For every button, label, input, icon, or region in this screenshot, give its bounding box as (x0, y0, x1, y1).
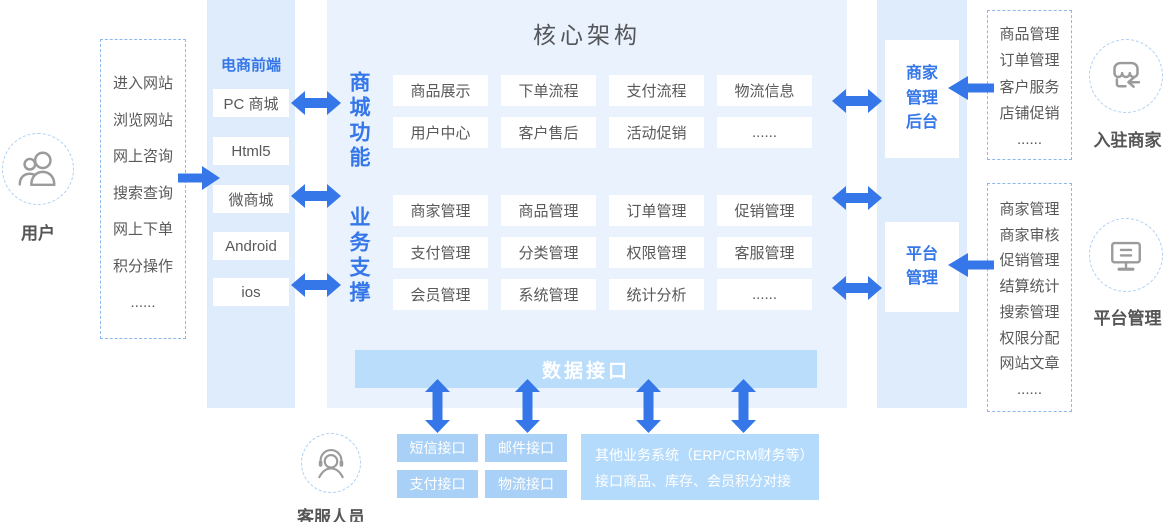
business-support-grid: 商家管理 商品管理 订单管理 促销管理 支付管理 分类管理 权限管理 客服管理 … (393, 195, 812, 310)
biz-cell: ...... (717, 279, 812, 310)
user-label: 用户 (21, 224, 55, 243)
biz-cell: 分类管理 (501, 237, 596, 268)
service-avatar (301, 433, 361, 493)
arrow-data-other-1 (636, 379, 661, 433)
business-support-label: 业务支撑 (347, 206, 370, 306)
merchant-admin-line: 商家 (905, 65, 938, 83)
data-interface-bar: 数据接口 (355, 350, 817, 388)
merchant-function: 店铺促销 (999, 104, 1060, 122)
monitor-icon (1111, 241, 1141, 271)
channel-pc-mall: PC 商城 (213, 89, 289, 117)
user-action: 搜索查询 (112, 184, 173, 202)
platform-admin-box: 平台 管理 (885, 222, 959, 312)
merchant-function: 客户服务 (999, 78, 1060, 96)
arrow-user-to-frontend (178, 166, 220, 190)
user-action: 积分操作 (112, 257, 173, 275)
core-architecture-box: 核心架构 商城功能 商品展示 下单流程 支付流程 物流信息 用户中心 客户售后 … (327, 0, 847, 408)
mall-cell: 商品展示 (393, 75, 488, 106)
merchant-function: 订单管理 (999, 52, 1060, 70)
channel-ios: ios (213, 278, 289, 306)
merchant-function: ...... (1016, 131, 1042, 148)
user-action: 进入网站 (112, 75, 173, 92)
user-action: 网上下单 (112, 221, 173, 238)
arrow-merchant-to-backend (948, 76, 994, 100)
user-actions-box: 进入网站 浏览网站 网上咨询 搜索查询 网上下单 积分操作 ...... (100, 39, 186, 339)
merchant-function: 商品管理 (999, 26, 1060, 43)
user-action: 浏览网站 (112, 111, 173, 129)
merchant-icon-label: 入驻商家 (1093, 131, 1162, 150)
platform-function: 商家管理 (999, 201, 1060, 218)
headset-icon (318, 449, 344, 479)
arrow-data-other-2 (731, 379, 756, 433)
biz-cell: 权限管理 (609, 237, 704, 268)
biz-cell: 会员管理 (393, 279, 488, 310)
biz-cell: 统计分析 (609, 279, 704, 310)
payment-interface-box: 支付接口 (397, 470, 478, 498)
arrow-data-sms (425, 379, 450, 433)
channel-html5: Html5 (213, 137, 289, 165)
biz-cell: 商品管理 (501, 195, 596, 226)
other-systems-line2: 接口商品、库存、会员积分对接 (595, 473, 791, 489)
platform-function: 结算统计 (999, 278, 1060, 296)
user-action: ...... (130, 294, 156, 311)
channel-wechat-mall: 微商城 (213, 185, 289, 213)
channel-android: Android (213, 232, 289, 260)
platform-function: ...... (1016, 380, 1042, 398)
biz-cell: 促销管理 (717, 195, 812, 226)
merchant-functions-box: 商品管理 订单管理 客户服务 店铺促销 ...... (987, 10, 1072, 160)
platform-avatar (1089, 218, 1163, 292)
service-label: 客服人员 (297, 508, 365, 522)
mall-functions-label: 商城功能 (347, 71, 370, 171)
platform-icon-label: 平台管理 (1093, 309, 1162, 328)
mall-cell: 下单流程 (501, 75, 596, 106)
arrow-platform-to-backend (948, 253, 994, 277)
sms-interface-box: 短信接口 (397, 434, 478, 462)
biz-cell: 系统管理 (501, 279, 596, 310)
platform-functions-box: 商家管理 商家审核 促销管理 结算统计 搜索管理 权限分配 网站文章 .....… (987, 183, 1072, 412)
other-systems-box: 其他业务系统（ERP/CRM财务等） 接口商品、库存、会员积分对接 (581, 434, 819, 500)
merchant-avatar (1089, 39, 1163, 113)
user-action: 网上咨询 (112, 148, 173, 165)
mall-cell: 活动促销 (609, 117, 704, 148)
platform-admin-line: 管理 (905, 270, 938, 287)
core-title: 核心架构 (533, 22, 641, 48)
user-avatar (2, 133, 74, 205)
users-icon (18, 151, 56, 187)
merchant-admin-box: 商家 管理 后台 (885, 40, 959, 158)
mall-cell: 客户售后 (501, 117, 596, 148)
platform-function: 促销管理 (999, 252, 1060, 270)
platform-admin-line: 平台 (905, 245, 938, 263)
mall-cell: 用户中心 (393, 117, 488, 148)
logistics-interface-box: 物流接口 (485, 470, 567, 498)
mall-functions-grid: 商品展示 下单流程 支付流程 物流信息 用户中心 客户售后 活动促销 .....… (393, 75, 812, 148)
biz-cell: 客服管理 (717, 237, 812, 268)
arrow-frontend-core-3 (291, 273, 341, 297)
arrow-data-mail (515, 379, 540, 433)
arrow-frontend-core-2 (291, 184, 341, 208)
platform-function: 权限分配 (999, 329, 1060, 347)
merchant-admin-line: 管理 (905, 89, 938, 107)
platform-function: 网站文章 (999, 355, 1060, 373)
platform-function: 商家审核 (999, 226, 1060, 244)
biz-cell: 商家管理 (393, 195, 488, 226)
arrow-core-backend-2 (832, 186, 882, 210)
backend-panel: 商家 管理 后台 平台 管理 (877, 0, 967, 408)
merchant-admin-line: 后台 (905, 114, 938, 132)
other-systems-line1: 其他业务系统（ERP/CRM财务等） (595, 447, 814, 463)
arrow-core-backend-1 (832, 89, 882, 113)
frontend-panel: 电商前端 PC 商城 Html5 微商城 Android ios (207, 0, 295, 408)
mall-cell: ...... (717, 117, 812, 148)
storefront-icon (1113, 61, 1141, 88)
mail-interface-box: 邮件接口 (485, 434, 567, 462)
mall-cell: 支付流程 (609, 75, 704, 106)
mall-cell: 物流信息 (717, 75, 812, 106)
arrow-core-backend-3 (832, 276, 882, 300)
biz-cell: 支付管理 (393, 237, 488, 268)
frontend-panel-title: 电商前端 (220, 57, 281, 74)
platform-function: 搜索管理 (999, 303, 1060, 321)
arrow-frontend-core-1 (291, 91, 341, 115)
biz-cell: 订单管理 (609, 195, 704, 226)
